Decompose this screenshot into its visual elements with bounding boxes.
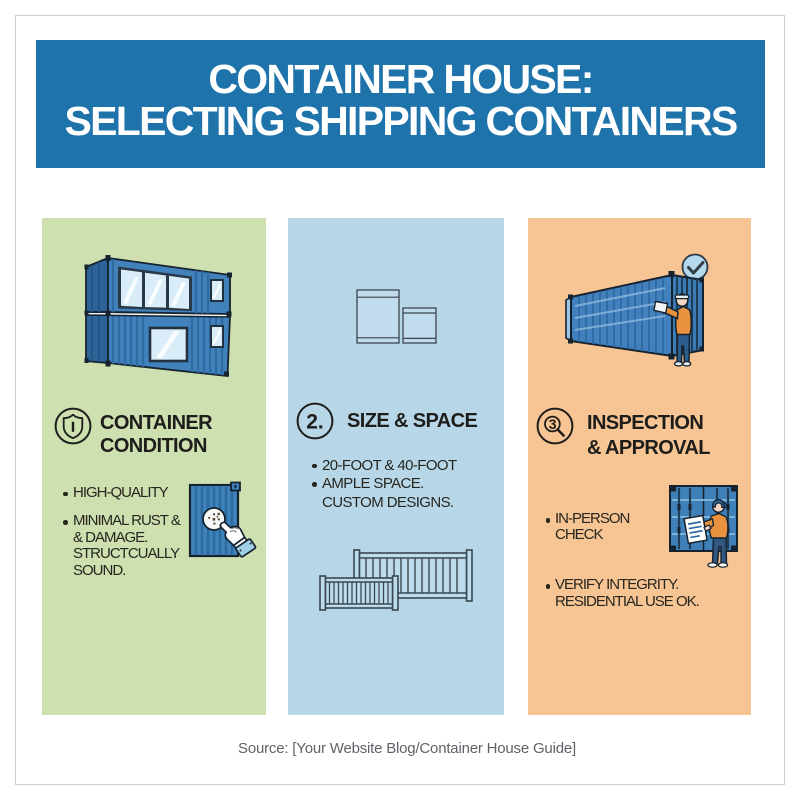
svg-text:2.: 2.	[306, 411, 324, 434]
svg-text:3: 3	[548, 416, 556, 432]
